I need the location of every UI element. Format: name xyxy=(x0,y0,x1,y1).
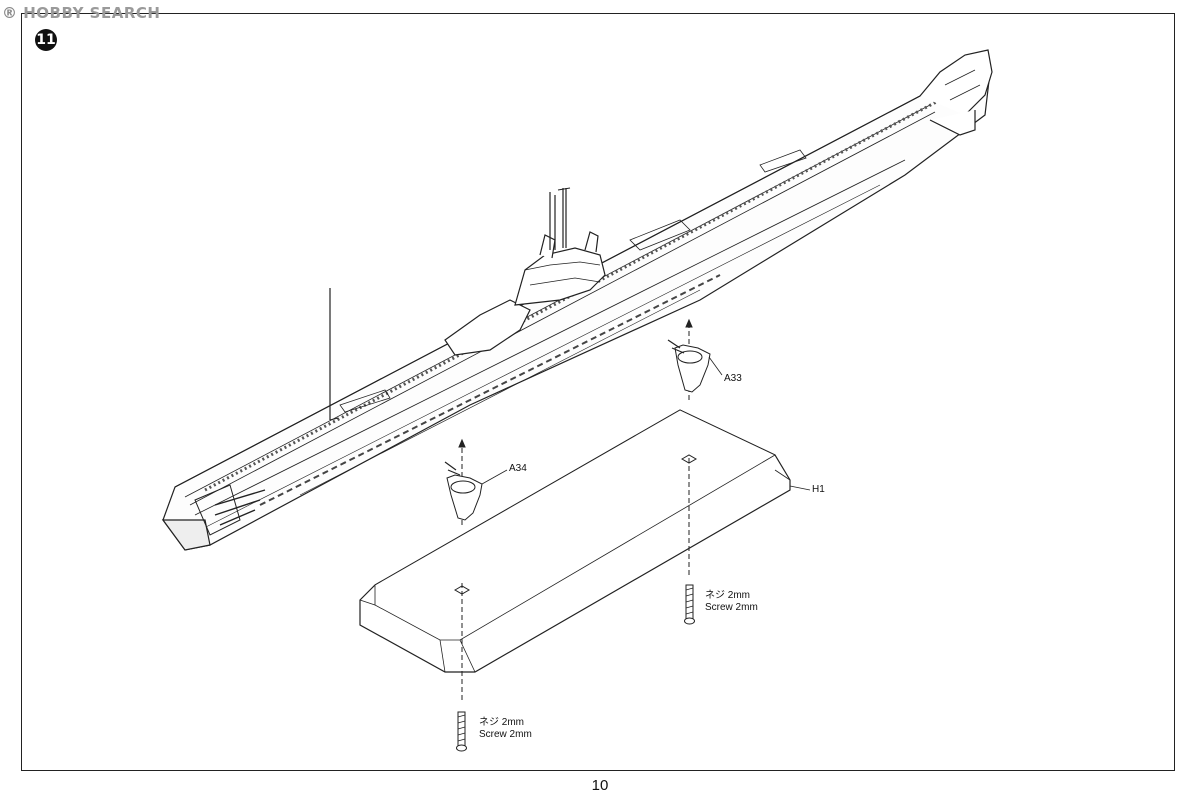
screw-left xyxy=(456,711,467,752)
page-frame xyxy=(21,13,1175,771)
submarine-hull xyxy=(161,49,993,551)
page-number: 10 xyxy=(591,777,609,794)
watermark-logo-icon: ® xyxy=(2,4,18,22)
screw-label-right-jp: ネジ 2mm xyxy=(705,590,750,601)
screw-label-right: ネジ 2mm Screw 2mm xyxy=(705,590,758,614)
part-label-a33: A33 xyxy=(724,373,742,384)
part-leader-lines xyxy=(481,356,811,491)
screw-label-left-en: Screw 2mm xyxy=(479,729,532,740)
display-stand-base xyxy=(359,409,791,673)
screw-label-left-jp: ネジ 2mm xyxy=(479,717,524,728)
part-label-h1: H1 xyxy=(812,484,825,495)
watermark: ® HOBBY SEARCH xyxy=(2,4,160,22)
stand-cradle-a34 xyxy=(444,461,483,521)
screw-right xyxy=(684,584,695,625)
screw-label-left: ネジ 2mm Screw 2mm xyxy=(479,717,532,741)
part-label-a34: A34 xyxy=(509,463,527,474)
step-number-badge: 11 xyxy=(35,29,57,51)
screw-label-right-en: Screw 2mm xyxy=(705,602,758,613)
watermark-text: HOBBY SEARCH xyxy=(23,4,161,22)
stand-cradle-a33 xyxy=(667,339,711,393)
